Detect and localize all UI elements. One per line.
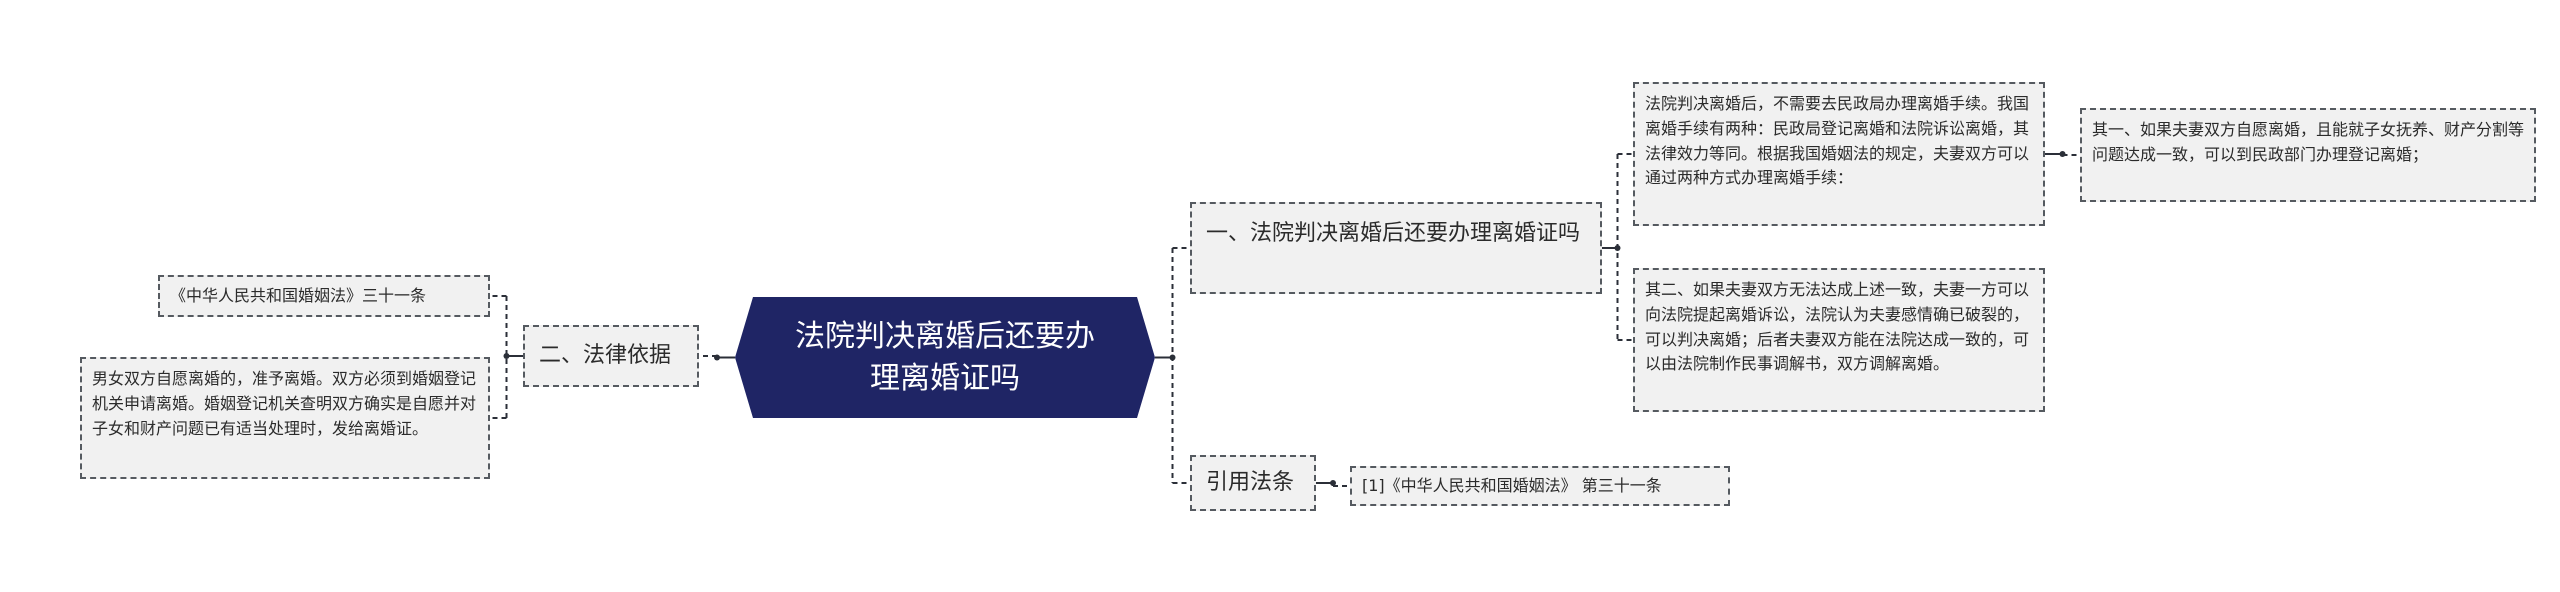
topic-cite-laws[interactable]: 引用法条 [1190,455,1316,511]
topic-q1[interactable]: 一、法院判决离婚后还要办理离婚证吗 [1190,202,1602,294]
topic-q1-detail-1[interactable]: 法院判决离婚后，不需要去民政局办理离婚手续。我国离婚手续有两种：民政局登记离婚和… [1633,82,2045,226]
root-hexagon [735,297,1155,418]
basis-title: 二、法律依据 [539,343,672,369]
detail-2-text: 其二、如果夫妻双方无法达成上述一致，夫妻一方可以向法院提起离婚诉讼，法院认为夫妻… [1645,280,2030,374]
root-topic[interactable]: 法院判决离婚后还要办理离婚证吗 [735,297,1155,418]
basis-body-text: 男女双方自愿离婚的，准予离婚。双方必须到婚姻登记机关申请离婚。婚姻登记机关查明双… [92,369,477,438]
cite-law-item[interactable]: [1]《中华人民共和国婚姻法》 第三十一条 [1350,466,1730,506]
topic-q1-detail-2[interactable]: 其二、如果夫妻双方无法达成上述一致，夫妻一方可以向法院提起离婚诉讼，法院认为夫妻… [1633,268,2045,412]
detail-1-text: 法院判决离婚后，不需要去民政局办理离婚手续。我国离婚手续有两种：民政局登记离婚和… [1645,94,2030,188]
basis-law-ref[interactable]: 《中华人民共和国婚姻法》三十一条 [158,275,490,317]
cite-title: 引用法条 [1206,470,1295,496]
cite-law-text: [1]《中华人民共和国婚姻法》 第三十一条 [1362,475,1662,495]
detail-1-child-text: 其一、如果夫妻双方自愿离婚，且能就子女抚养、财产分割等问题达成一致，可以到民政部… [2092,120,2525,164]
basis-junction [503,353,510,359]
topic-legal-basis[interactable]: 二、法律依据 [523,325,699,387]
topic-q1-detail-1-child[interactable]: 其一、如果夫妻双方自愿离婚，且能就子女抚养、财产分割等问题达成一致，可以到民政部… [2080,108,2536,202]
root-title: 法院判决离婚后还要办理离婚证吗 [795,318,1095,396]
basis-law-text-box[interactable]: 男女双方自愿离婚的，准予离婚。双方必须到婚姻登记机关申请离婚。婚姻登记机关查明双… [80,357,490,479]
basis-law-text: 《中华人民共和国婚姻法》三十一条 [170,285,427,305]
topic-q1-title: 一、法院判决离婚后还要办理离婚证吗 [1206,221,1581,246]
